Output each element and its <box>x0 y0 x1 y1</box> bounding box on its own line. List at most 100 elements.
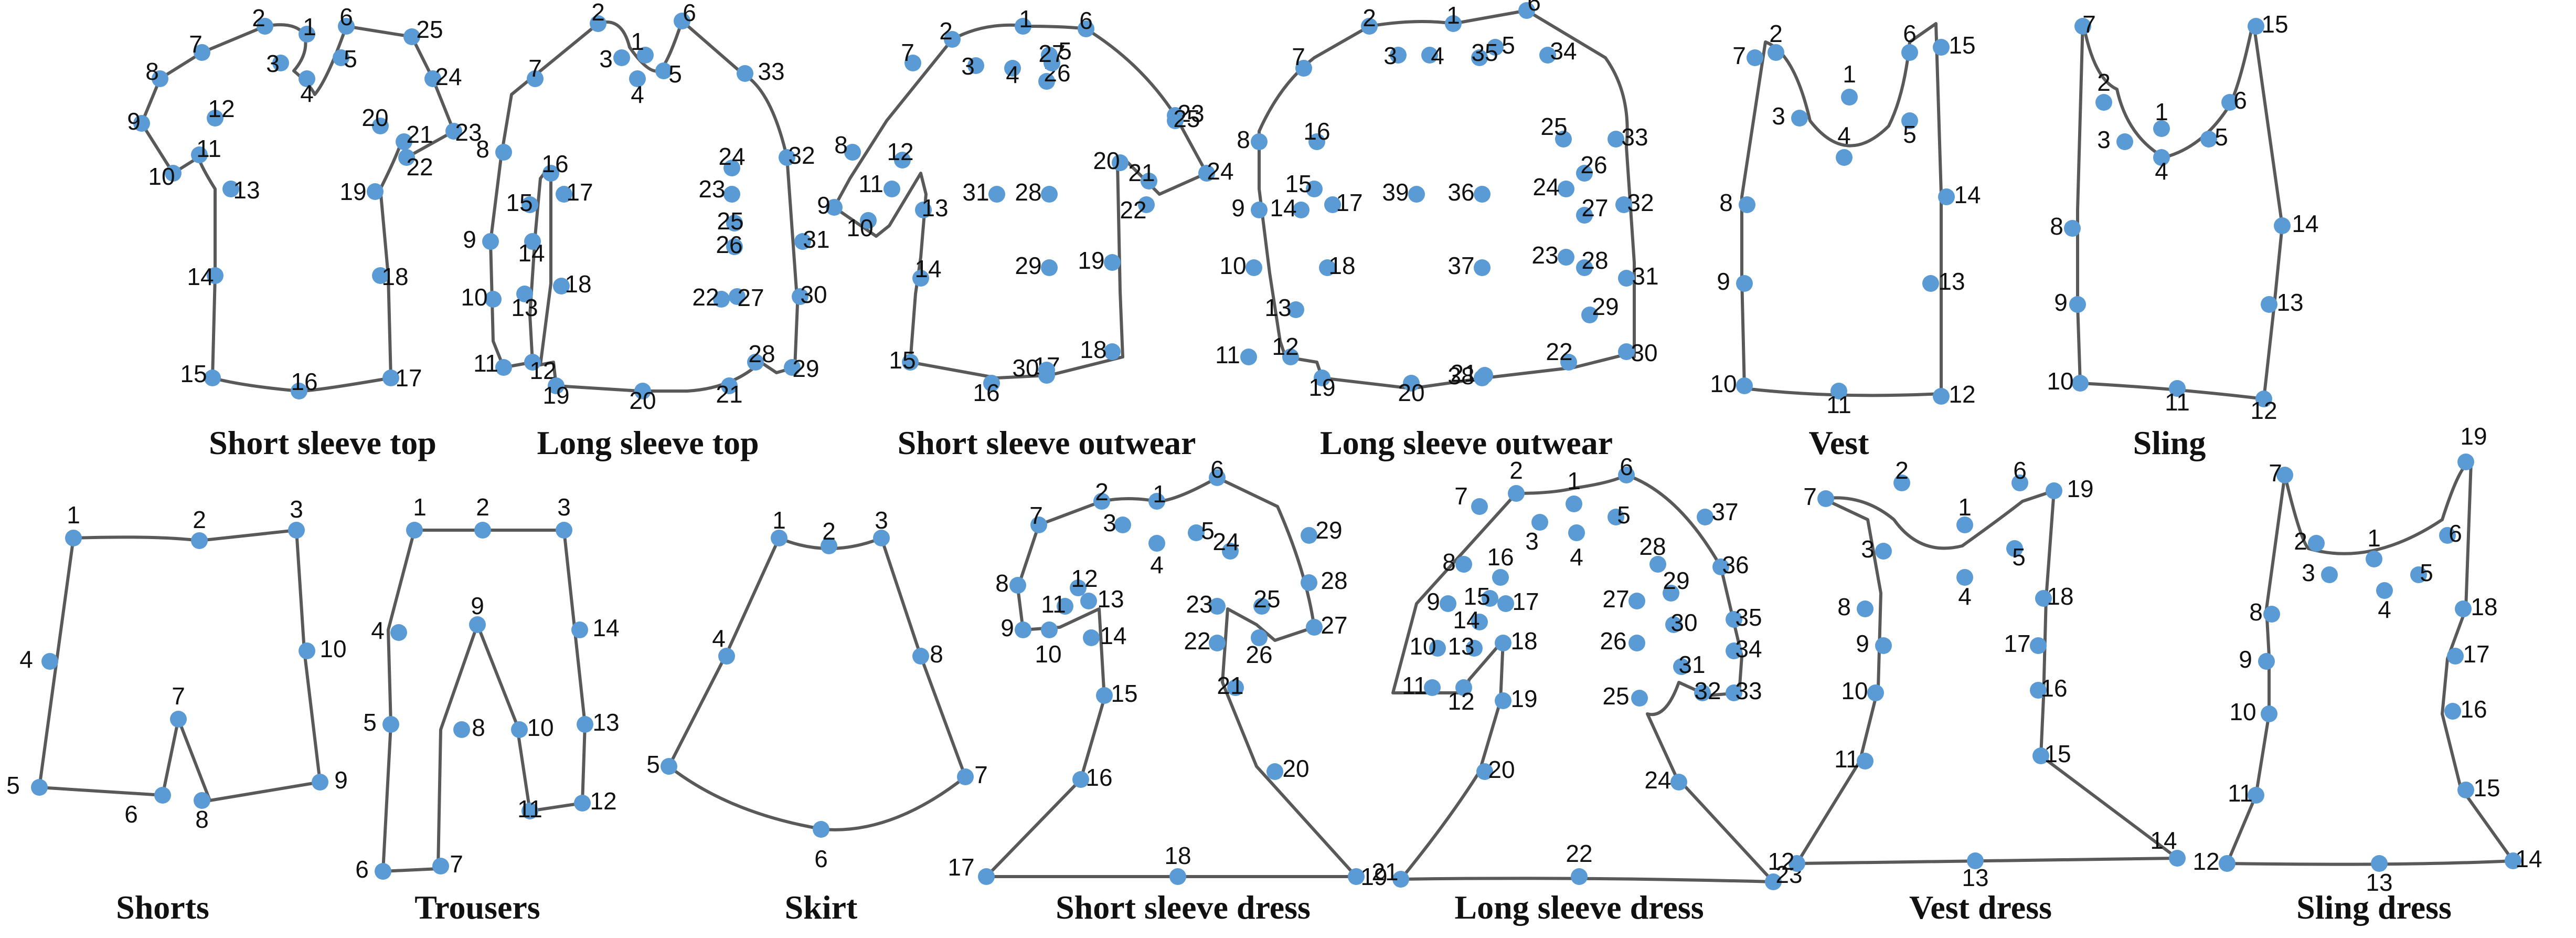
keypoint-20 <box>1266 763 1283 780</box>
keypoint-5 <box>31 779 48 796</box>
vest-dress-label: Vest dress <box>1909 889 2052 926</box>
keypoint-1 <box>1015 18 1031 35</box>
keypoint-2 <box>1361 18 1378 35</box>
keypoint-24 <box>424 70 441 87</box>
keypoint-16 <box>1072 771 1089 788</box>
skirt-label: Skirt <box>785 889 858 926</box>
keypoint-18 <box>1169 868 1186 885</box>
keypoint-10 <box>1867 684 1884 701</box>
keypoint-number-30: 30 <box>1631 339 1657 366</box>
keypoint-number-3: 3 <box>266 50 280 77</box>
keypoint-number-9: 9 <box>817 192 831 219</box>
keypoint-3 <box>2321 566 2338 583</box>
category-sling-dress: Sling dress 1234567891011121314151617181… <box>2192 423 2542 926</box>
keypoint-6 <box>2221 94 2238 111</box>
keypoint-number-7: 7 <box>450 850 463 878</box>
keypoint-17 <box>2447 648 2464 665</box>
keypoint-8 <box>1739 196 1755 213</box>
keypoint-number-7: 7 <box>528 55 542 82</box>
keypoint-5 <box>2006 540 2023 557</box>
keypoint-5 <box>661 758 677 775</box>
keypoint-13 <box>1922 275 1939 292</box>
keypoint-12 <box>1789 855 1805 872</box>
keypoint-10 <box>860 212 877 229</box>
keypoint-number-17: 17 <box>395 364 422 392</box>
keypoint-number-3: 3 <box>1103 509 1116 536</box>
keypoint-9 <box>469 616 486 633</box>
keypoint-8 <box>1009 577 1026 594</box>
keypoint-4 <box>2153 149 2170 166</box>
keypoint-number-6: 6 <box>1210 456 1224 483</box>
keypoint-number-2: 2 <box>939 17 953 45</box>
keypoint-number-17: 17 <box>1336 189 1362 216</box>
keypoint-18 <box>372 267 389 284</box>
keypoint-number-6: 6 <box>2233 87 2247 114</box>
keypoint-number-21: 21 <box>716 381 742 408</box>
keypoint-number-16: 16 <box>2460 695 2487 723</box>
keypoint-7 <box>432 858 449 874</box>
keypoint-number-4: 4 <box>371 617 385 644</box>
keypoint-25 <box>1631 690 1648 707</box>
keypoint-9 <box>312 774 328 791</box>
keypoint-12 <box>574 795 591 811</box>
keypoint-number-12: 12 <box>1447 688 1474 715</box>
keypoint-15 <box>521 196 538 213</box>
keypoint-number-6: 6 <box>339 3 353 30</box>
keypoint-number-12: 12 <box>590 787 616 815</box>
keypoint-number-19: 19 <box>542 382 569 409</box>
keypoint-13 <box>516 286 533 302</box>
keypoint-6 <box>375 863 391 880</box>
keypoint-15 <box>1096 687 1113 704</box>
keypoint-9 <box>1736 275 1753 292</box>
keypoint-number-15: 15 <box>2044 740 2071 767</box>
keypoint-16 <box>1492 569 1509 586</box>
keypoint-12 <box>1282 349 1299 365</box>
keypoint-6 <box>813 821 829 838</box>
keypoint-number-16: 16 <box>1303 118 1330 145</box>
keypoint-6 <box>2011 475 2028 491</box>
keypoint-1 <box>1841 89 1858 106</box>
keypoint-20 <box>372 118 389 134</box>
keypoint-7 <box>1471 498 1488 515</box>
keypoint-37 <box>1697 509 1713 525</box>
keypoint-21 <box>396 133 412 150</box>
keypoint-1 <box>299 26 315 43</box>
keypoint-17 <box>382 370 399 386</box>
keypoint-28 <box>1301 574 1317 591</box>
keypoint-11 <box>1240 349 1257 365</box>
keypoint-number-3: 3 <box>1525 528 1539 555</box>
keypoint-number-23: 23 <box>698 175 725 203</box>
keypoint-number-5: 5 <box>2012 543 2026 571</box>
keypoint-number-11: 11 <box>1041 591 1066 618</box>
keypoint-9 <box>2069 296 2086 313</box>
keypoint-number-1: 1 <box>67 501 80 529</box>
keypoint-10 <box>2261 705 2277 722</box>
keypoint-number-20: 20 <box>1398 379 1424 406</box>
keypoint-number-4: 4 <box>1431 42 1444 69</box>
keypoint-6 <box>1518 2 1535 19</box>
keypoint-34 <box>1539 47 1556 64</box>
keypoint-number-4: 4 <box>2155 157 2168 185</box>
keypoint-number-12: 12 <box>2250 397 2277 424</box>
keypoint-number-8: 8 <box>1719 189 1733 216</box>
keypoint-number-27: 27 <box>1321 612 1347 639</box>
keypoint-2 <box>2095 94 2112 111</box>
keypoint-number-32: 32 <box>1694 677 1721 704</box>
keypoint-4 <box>1004 60 1021 77</box>
keypoint-number-18: 18 <box>565 270 591 298</box>
keypoint-7 <box>194 44 210 61</box>
keypoint-number-13: 13 <box>2276 289 2303 316</box>
keypoint-29 <box>784 359 801 376</box>
keypoint-number-13: 13 <box>921 194 948 222</box>
keypoint-15 <box>902 354 919 371</box>
keypoint-number-2: 2 <box>822 518 836 545</box>
keypoint-number-30: 30 <box>1670 609 1697 636</box>
keypoint-number-10: 10 <box>2047 367 2073 395</box>
keypoint-23 <box>723 186 740 203</box>
keypoint-number-6: 6 <box>124 800 138 828</box>
keypoint-39 <box>1408 186 1425 203</box>
keypoint-26 <box>1251 629 1268 646</box>
